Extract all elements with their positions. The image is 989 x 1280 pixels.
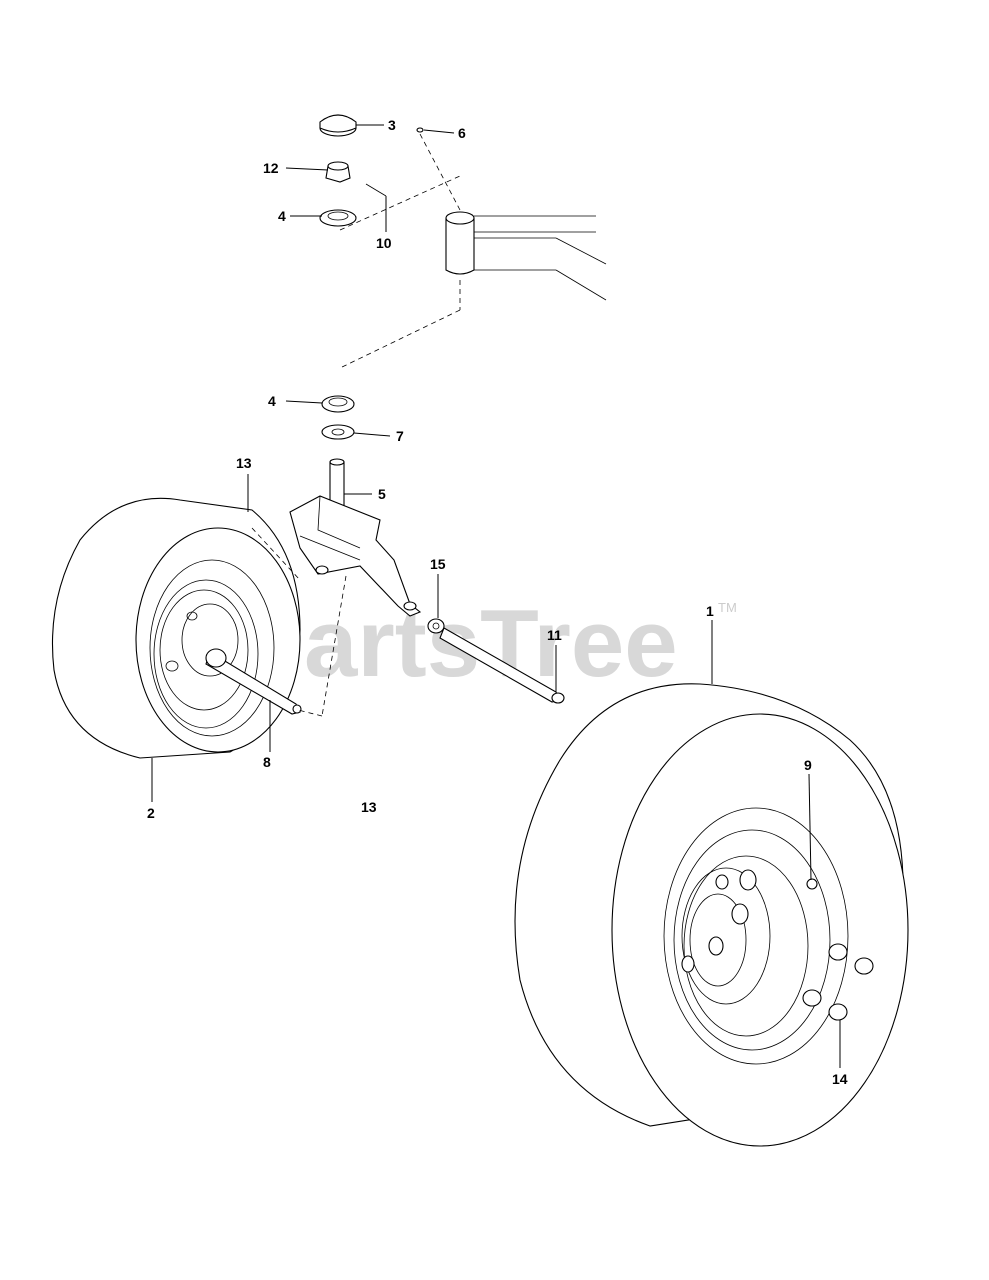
callout-3: 3 (388, 117, 396, 133)
callout-5: 5 (378, 486, 386, 502)
callout-2: 2 (147, 805, 155, 821)
callout-4-lower: 4 (268, 393, 276, 409)
axle-sleeve-part[interactable] (205, 648, 302, 715)
callout-14: 14 (832, 1071, 848, 1087)
callout-11: 11 (547, 627, 562, 643)
callout-12: 12 (263, 160, 279, 176)
drive-wheel-part[interactable] (514, 683, 909, 1147)
callout-8: 8 (263, 754, 271, 770)
axle-bolt-part[interactable] (439, 627, 565, 704)
bearing-lower-part[interactable] (321, 395, 355, 413)
callout-13-top: 13 (236, 455, 252, 471)
pivot-tube-part (445, 211, 607, 301)
slotted-nut-part[interactable] (325, 161, 351, 183)
assembly-line-c (297, 709, 323, 717)
spacer-part[interactable] (427, 618, 445, 634)
centerline-upper (339, 175, 461, 231)
leader-lines (151, 124, 841, 1068)
callout-15: 15 (430, 556, 446, 572)
callout-7: 7 (396, 428, 404, 444)
assembly-line-b (321, 575, 347, 717)
set-screw-part[interactable] (416, 127, 424, 133)
callout-13-bottom: 13 (361, 799, 377, 815)
callout-4-top: 4 (278, 208, 286, 224)
washer-part[interactable] (321, 424, 355, 440)
callout-6: 6 (458, 125, 466, 141)
cotter-pin-part[interactable] (365, 183, 387, 197)
dust-cap-part[interactable] (319, 114, 357, 137)
caster-fork-part[interactable] (289, 495, 422, 617)
valve-stem-part[interactable] (806, 878, 818, 890)
lug-nuts-part[interactable] (802, 943, 874, 1021)
front-caster-wheel-part[interactable] (51, 497, 301, 759)
watermark-trademark: TM (718, 600, 737, 615)
callout-1: 1 (706, 603, 714, 619)
centerline-lower (339, 309, 461, 369)
assembly-line-a (251, 527, 301, 581)
callout-10: 10 (376, 235, 392, 251)
bearing-top-part[interactable] (319, 209, 357, 227)
setscrew-centerline (419, 133, 461, 211)
callout-9: 9 (804, 757, 812, 773)
